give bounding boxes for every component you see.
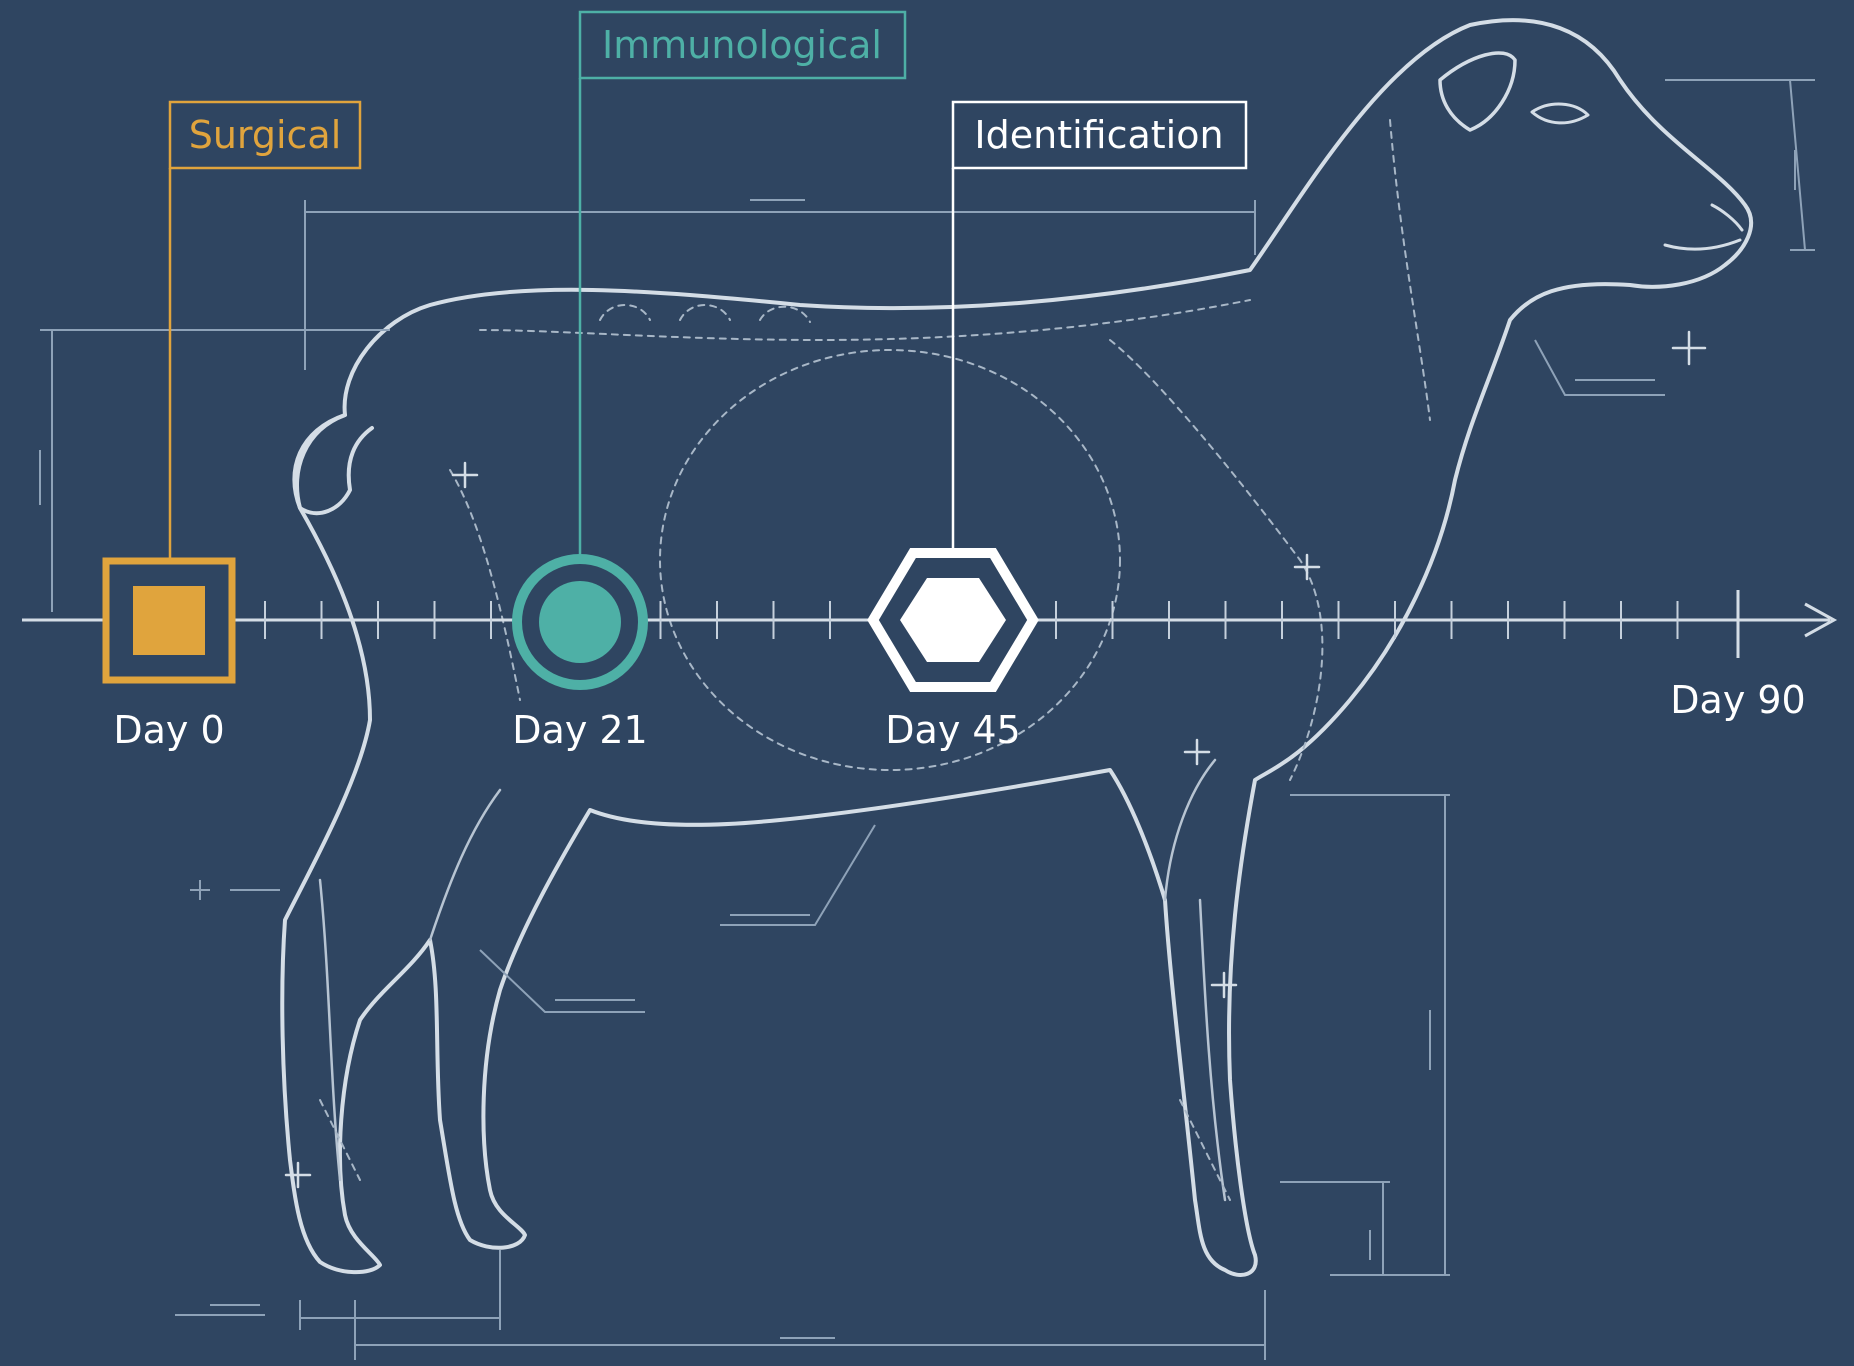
sheep-outline-icon bbox=[280, 18, 1753, 1277]
bottom-width-dimension bbox=[354, 1290, 1266, 1360]
sheep-tail bbox=[295, 413, 374, 516]
surgical-label-box bbox=[168, 100, 362, 170]
dimension-lines bbox=[39, 79, 1815, 1360]
milestone-surgical: Surgical Day 0 bbox=[102, 100, 362, 752]
sheep-eye bbox=[1530, 102, 1590, 125]
bottom-leg-dimension bbox=[175, 1250, 501, 1330]
top-width-dimension bbox=[304, 199, 1256, 370]
milestone-identification: Identification Day 45 bbox=[867, 100, 1248, 752]
timeline-arrowhead bbox=[1804, 602, 1838, 638]
milestone-immunological: Immunological Day 21 bbox=[512, 10, 907, 752]
immunological-category-label: Immunological bbox=[602, 23, 882, 67]
leg-height-dimension bbox=[1290, 794, 1450, 1276]
immunological-label-box bbox=[578, 10, 907, 80]
sheep-leg-lines bbox=[318, 758, 1227, 1202]
timeline-ticks bbox=[264, 601, 1679, 639]
immunological-day-label: Day 21 bbox=[512, 708, 647, 752]
leader-lines bbox=[190, 339, 1665, 1013]
hoof-height-dimension bbox=[1280, 1181, 1390, 1275]
sheep-ear bbox=[1438, 51, 1517, 132]
head-height-dimension bbox=[1665, 79, 1815, 251]
sheep-mouth bbox=[1663, 203, 1744, 251]
surgical-day-label: Day 0 bbox=[113, 708, 224, 752]
surgical-category-label: Surgical bbox=[189, 113, 342, 157]
identification-category-label: Identification bbox=[974, 113, 1223, 157]
joint-crosshairs bbox=[284, 330, 1707, 1189]
sheep-skeleton-overlay bbox=[319, 119, 1431, 1201]
identification-hexagon-marker-fill bbox=[900, 578, 1006, 662]
left-height-dimension bbox=[39, 329, 390, 612]
timeline-end-day-label: Day 90 bbox=[1670, 678, 1805, 722]
surgical-square-marker-fill bbox=[133, 586, 205, 655]
immunological-circle-marker-fill bbox=[539, 581, 621, 663]
sheep-body-outline bbox=[280, 18, 1753, 1277]
identification-label-box bbox=[951, 100, 1248, 170]
identification-day-label: Day 45 bbox=[885, 708, 1020, 752]
